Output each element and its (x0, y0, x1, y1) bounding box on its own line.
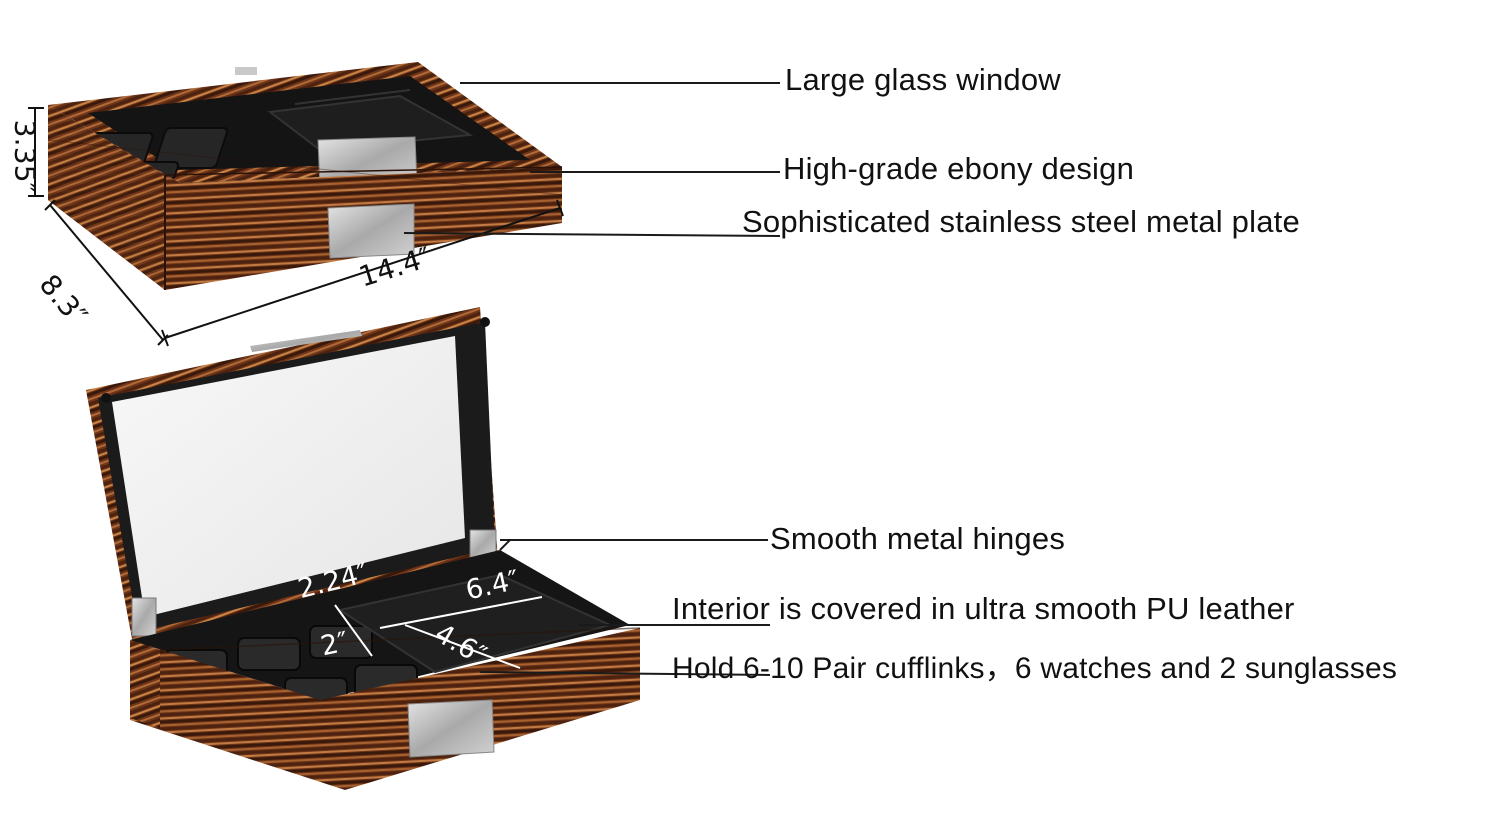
closed-box-sunglass-tray (267, 89, 474, 152)
interior-dimension-lines (334, 596, 543, 669)
open-box (86, 307, 641, 790)
closed-box-latch-tab (235, 67, 257, 75)
callout-pu-leather-interior: Interior is covered in ultra smooth PU l… (672, 591, 1295, 626)
callout-large-glass-window: Large glass window (785, 62, 1061, 97)
open-box-front-plate (407, 699, 495, 758)
open-box-lid-plate (250, 330, 362, 352)
open-box-lid-glass (112, 336, 465, 617)
open-box-lid-screw-right (480, 317, 490, 327)
closed-box (47, 62, 563, 290)
closed-box-dimension-lines (28, 107, 564, 347)
hinge-icon (131, 529, 497, 637)
callout-capacity: Hold 6-10 Pair cufflinks，6 watches and 2… (672, 652, 1398, 685)
callout-metal-plate: Sophisticated stainless steel metal plat… (742, 204, 1300, 239)
closed-box-front-face (48, 105, 562, 290)
callout-leader-lines (403, 82, 781, 676)
closed-box-front-plate (327, 203, 415, 259)
open-box-lid-screw-left (101, 393, 111, 403)
callout-metal-hinges: Smooth metal hinges (770, 521, 1066, 556)
closed-box-side-face (48, 105, 165, 290)
open-box-front-face (130, 628, 640, 790)
callout-ebony-design: High-grade ebony design (783, 151, 1135, 186)
open-box-side-face (130, 640, 160, 728)
dimension-height: 3.35″ (8, 119, 42, 194)
